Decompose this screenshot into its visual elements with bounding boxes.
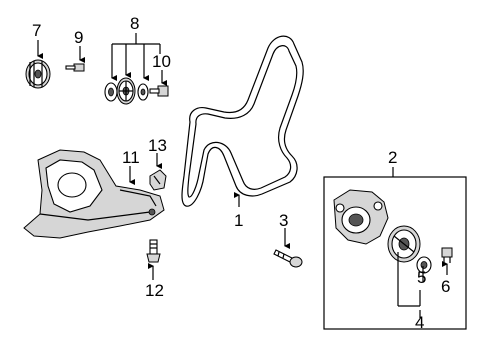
callout-3: 3 <box>279 211 288 230</box>
tensioner-body <box>333 189 389 245</box>
engine-cover-part-11 <box>23 149 165 239</box>
tensioner-pulley <box>387 225 421 263</box>
tensioner-assembly-box <box>323 176 467 330</box>
callout-10: 10 <box>152 52 171 71</box>
washer-part-8a <box>104 82 118 102</box>
pulley-part-7 <box>25 59 51 89</box>
bolt-part-6 <box>441 247 453 263</box>
callout-5: 5 <box>417 268 426 287</box>
callout-2: 2 <box>388 148 397 167</box>
callout-1: 1 <box>234 211 243 230</box>
callout-4: 4 <box>415 313 424 332</box>
callout-11: 11 <box>122 148 140 167</box>
callout-12: 12 <box>145 281 164 300</box>
bolt-part-3 <box>273 249 303 268</box>
bolt-part-9 <box>65 63 85 72</box>
callout-6: 6 <box>441 277 450 296</box>
leader-group-8 <box>111 33 161 81</box>
callout-8: 8 <box>130 14 139 33</box>
callout-9: 9 <box>74 28 83 47</box>
dust-shield-part-5 <box>416 256 432 274</box>
serpentine-belt-part-1 <box>181 35 304 207</box>
callout-7: 7 <box>32 21 41 40</box>
callout-13: 13 <box>148 136 167 155</box>
washer-part-8c <box>137 83 149 101</box>
leader-group-4 <box>397 252 421 307</box>
clip-part-13 <box>149 169 167 191</box>
bolt-part-10 <box>149 85 169 97</box>
bolt-part-12 <box>146 239 161 263</box>
idler-pulley-part-8b <box>116 77 136 105</box>
